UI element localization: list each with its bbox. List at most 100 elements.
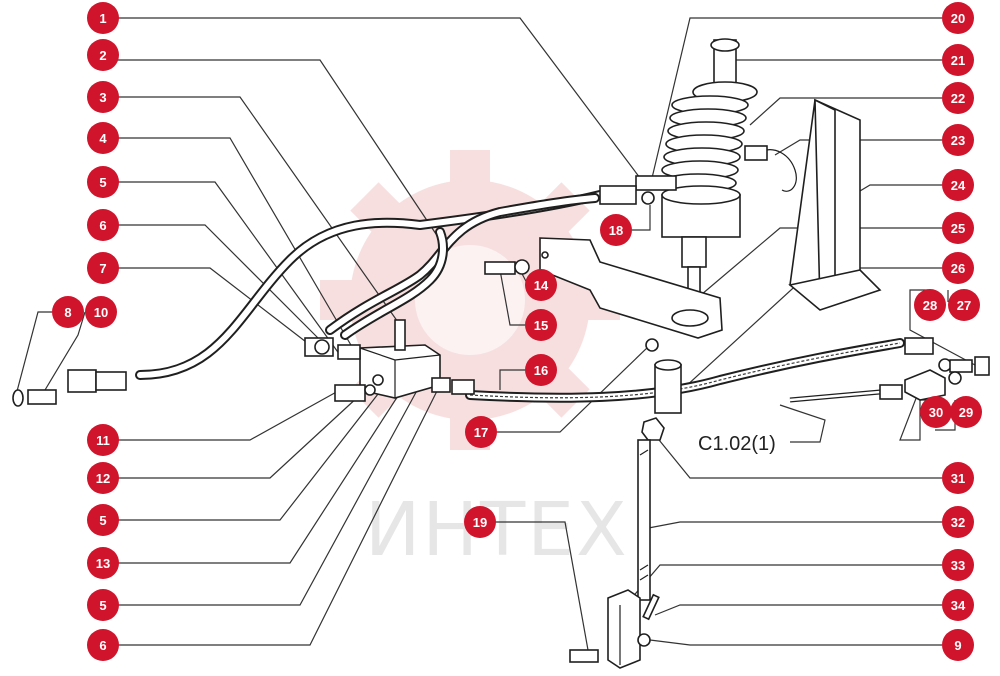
watermark-text: ИНТЕХ [365, 487, 629, 573]
svg-text:25: 25 [951, 221, 965, 236]
svg-text:19: 19 [473, 515, 487, 530]
svg-text:3: 3 [99, 90, 106, 105]
rod-c102 [789, 389, 881, 403]
callout-10: 10 [85, 296, 117, 328]
callout-34: 34 [942, 589, 974, 621]
callout-7: 7 [87, 252, 119, 284]
callouts: 1 2 3 4 5 6 7 8 10 11 12 5 13 5 6 19 14 … [52, 2, 982, 661]
callout-21: 21 [942, 44, 974, 76]
svg-text:2: 2 [99, 48, 106, 63]
threaded-rod-assembly [569, 417, 665, 669]
callout-30: 30 [920, 396, 952, 428]
callout-4: 4 [87, 122, 119, 154]
callout-33: 33 [942, 549, 974, 581]
svg-text:29: 29 [959, 405, 973, 420]
svg-text:33: 33 [951, 558, 965, 573]
bolt-15 [484, 261, 516, 275]
svg-text:28: 28 [923, 298, 937, 313]
callout-12: 12 [87, 462, 119, 494]
shock-lower [681, 236, 707, 268]
svg-text:10: 10 [94, 305, 108, 320]
support-foot-26 [788, 269, 882, 311]
callout-32: 32 [942, 506, 974, 538]
callout-29: 29 [950, 396, 982, 428]
svg-text:7: 7 [99, 261, 106, 276]
bolt-3 [394, 319, 406, 351]
callout-5c: 5 [87, 589, 119, 621]
hoses [135, 190, 905, 403]
callout-31: 31 [942, 462, 974, 494]
nut-14 [514, 259, 530, 275]
hose-end-7 [67, 369, 97, 393]
callout-1: 1 [87, 2, 119, 34]
rod-32 [637, 439, 651, 601]
svg-text:27: 27 [957, 298, 971, 313]
fitting-20 [635, 175, 677, 191]
svg-text:20: 20 [951, 11, 965, 26]
svg-text:26: 26 [951, 261, 965, 276]
washer-18 [641, 191, 655, 205]
left-fittings [12, 369, 127, 407]
distribution-block [304, 319, 475, 402]
right-fittings [879, 337, 990, 401]
clevis-33 [607, 589, 641, 669]
svg-text:34: 34 [951, 598, 966, 613]
callout-17: 17 [465, 416, 497, 448]
fitting-end [974, 356, 990, 376]
svg-text:32: 32 [951, 515, 965, 530]
callout-23: 23 [942, 124, 974, 156]
callout-18: 18 [600, 214, 632, 246]
callout-8: 8 [52, 296, 84, 328]
sensor-23 [744, 145, 768, 161]
svg-text:15: 15 [534, 318, 548, 333]
callout-5b: 5 [87, 504, 119, 536]
callout-20: 20 [942, 2, 974, 34]
callout-15: 15 [525, 309, 557, 341]
callout-2: 2 [87, 39, 119, 71]
callout-24: 24 [942, 169, 974, 201]
fitting-28 [904, 337, 934, 355]
svg-text:6: 6 [99, 638, 106, 653]
spring-shock-absorber [599, 38, 758, 298]
fitting-13 [431, 377, 451, 393]
nut-31 [641, 417, 665, 441]
fitting-27 [949, 359, 973, 373]
fitting-29 [948, 371, 962, 385]
pin-19 [569, 649, 599, 663]
callout-6b: 6 [87, 629, 119, 661]
callout-5: 5 [87, 166, 119, 198]
reference-label: C1.02(1) [698, 433, 776, 455]
svg-text:18: 18 [609, 223, 623, 238]
fitting-11 [334, 384, 366, 402]
svg-text:5: 5 [99, 175, 106, 190]
svg-text:21: 21 [951, 53, 965, 68]
svg-text:5: 5 [99, 598, 106, 613]
callout-9: 9 [942, 629, 974, 661]
washer-17 [645, 338, 659, 352]
spring-coils [659, 95, 749, 193]
callout-28: 28 [914, 289, 946, 321]
vertical-support [744, 98, 882, 311]
hose-lower [465, 338, 905, 403]
spacer-16 [654, 364, 682, 414]
svg-text:9: 9 [954, 638, 961, 653]
svg-text:13: 13 [96, 556, 110, 571]
callout-11: 11 [87, 424, 119, 456]
split-pin-34 [642, 593, 660, 621]
svg-text:31: 31 [951, 471, 965, 486]
svg-text:30: 30 [929, 405, 943, 420]
hose-end-c102 [879, 384, 903, 400]
svg-text:1: 1 [99, 11, 106, 26]
svg-text:22: 22 [951, 91, 965, 106]
callout-22: 22 [942, 82, 974, 114]
fitting-5 [337, 344, 361, 360]
svg-text:6: 6 [99, 218, 106, 233]
svg-text:17: 17 [474, 425, 488, 440]
svg-text:14: 14 [534, 278, 549, 293]
svg-text:16: 16 [534, 363, 548, 378]
svg-text:12: 12 [96, 471, 110, 486]
ring-8 [12, 389, 24, 407]
callout-19: 19 [464, 506, 496, 538]
